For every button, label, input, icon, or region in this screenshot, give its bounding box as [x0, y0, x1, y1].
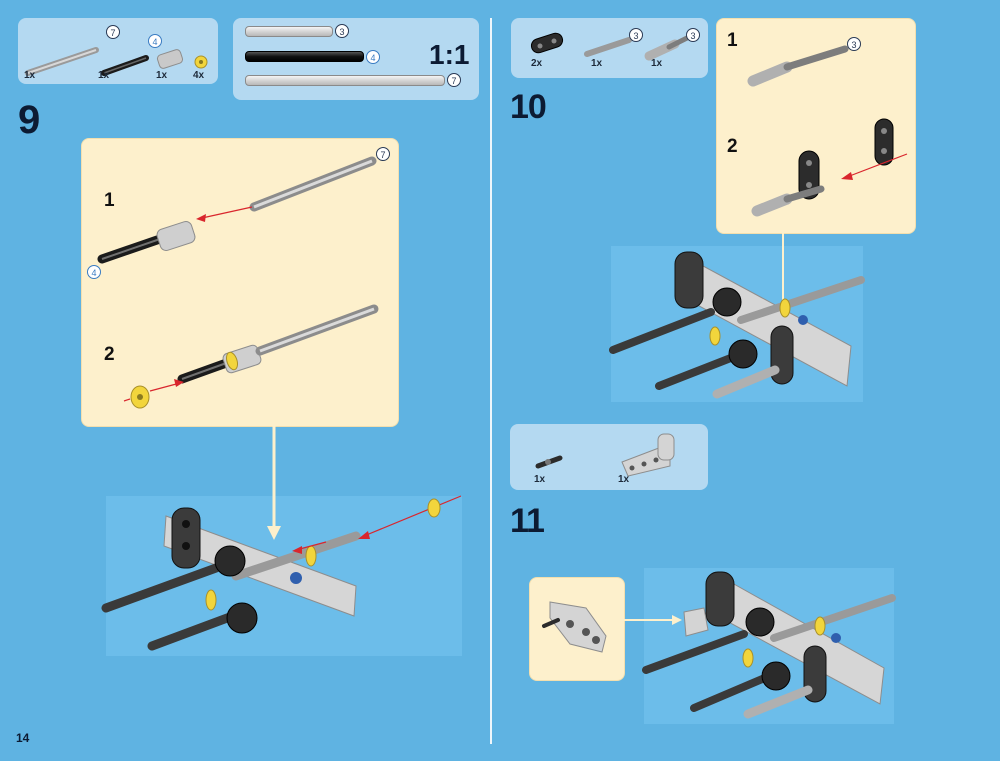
step10-parts-list: 3 3 2x 1x 1x — [511, 18, 708, 78]
step9-callout-marker-7: 7 — [376, 147, 390, 161]
axle-3-length-marker: 3 — [629, 28, 643, 42]
step9-callout: 1 2 7 4 — [81, 138, 399, 427]
step10-callout: 1 2 3 — [716, 18, 916, 234]
ruler-4 — [245, 51, 364, 62]
page-number: 14 — [16, 731, 30, 745]
step9-model-icon — [101, 426, 462, 651]
axle-3-qty: 1x — [591, 58, 603, 69]
pin-axle-3-qty: 1x — [651, 58, 663, 69]
step10-model-view — [609, 232, 865, 402]
liftarm-bent-qty: 1x — [618, 474, 630, 485]
step10-model-icon — [609, 232, 865, 399]
axle-7-icon — [25, 47, 208, 76]
ruler-7 — [245, 75, 445, 86]
step9-callout-marker-4: 4 — [87, 265, 101, 279]
axle-7-qty: 1x — [24, 70, 36, 81]
page-divider — [490, 18, 492, 744]
liftarm-1x2-icon — [530, 32, 690, 61]
step10-substep-2: 2 — [727, 136, 738, 157]
step10-callout-marker-3: 3 — [847, 37, 861, 51]
step11-number: 11 — [510, 502, 545, 540]
axle-4-length-marker: 4 — [148, 34, 162, 48]
step9-parts-list: 7 4 1x 1x 1x 4x — [18, 18, 218, 84]
axle-7-length-marker: 7 — [106, 25, 120, 39]
scale-label: 1:1 — [429, 39, 470, 70]
step9-substep-1: 1 — [104, 190, 115, 211]
step9-number: 9 — [18, 98, 40, 142]
step11-callout — [529, 577, 625, 681]
ruler-7-marker: 7 — [447, 73, 461, 87]
step9-callout-parts-icon — [97, 156, 379, 409]
step9-model-view — [101, 426, 462, 656]
step11-model-icon — [624, 571, 896, 719]
pin-axle-3-length-marker: 3 — [686, 28, 700, 42]
step10-substep-1: 1 — [727, 30, 738, 51]
step10-callout-parts-icon — [747, 45, 908, 217]
ruler-3-marker: 3 — [335, 24, 349, 38]
bushing-qty: 4x — [193, 70, 205, 81]
step10-number: 10 — [510, 88, 547, 126]
liftarm-1x2-qty: 2x — [531, 58, 543, 69]
ruler-4-marker: 4 — [366, 50, 380, 64]
step11-model-view — [624, 568, 896, 724]
step9-substep-2: 2 — [104, 344, 115, 365]
step11-parts-list: 1x 1x — [510, 424, 708, 490]
step11-parts-icon — [535, 433, 675, 477]
step11-callout-icon — [542, 601, 607, 653]
ruler-3 — [245, 26, 333, 37]
axle-connector-qty: 1x — [156, 70, 168, 81]
axle-4-qty: 1x — [98, 70, 110, 81]
pin-qty: 1x — [534, 474, 546, 485]
step9-length-rulers: 3 4 7 1:1 — [233, 18, 479, 100]
